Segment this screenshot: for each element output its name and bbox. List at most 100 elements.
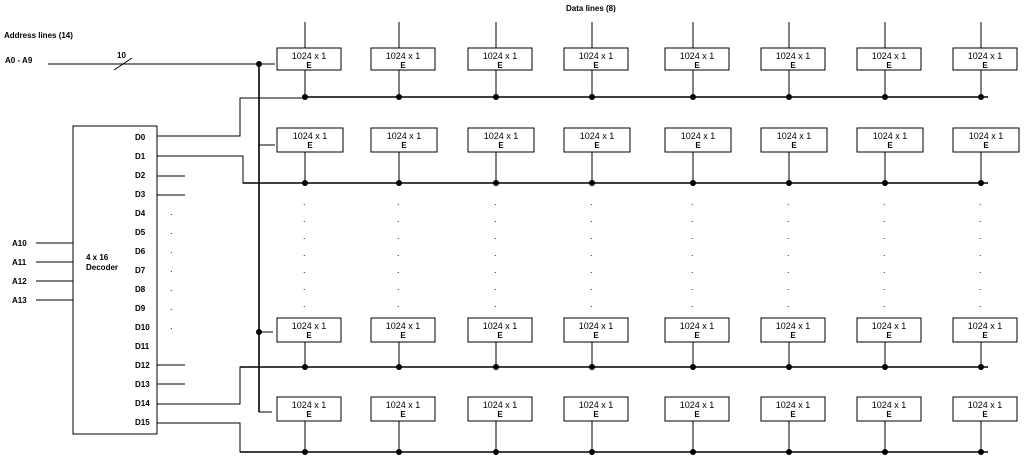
memory-chip: 1024 x 1E: [952, 317, 1018, 370]
memory-chip-box: [856, 396, 922, 422]
decoder-output-label: D1: [135, 152, 146, 161]
decoder-label-line2: Decoder: [86, 263, 118, 272]
ellipsis-dot: .: [170, 321, 173, 331]
memory-chip-label: 1024 x 1: [776, 51, 811, 61]
ellipsis-dot: .: [397, 214, 400, 224]
memory-chip: 1024 x 1E: [664, 22, 730, 100]
decoder-output-label: D4: [135, 209, 146, 218]
memory-chip-box: [467, 47, 533, 71]
memory-chip-box: [276, 47, 342, 71]
ellipsis-dot: .: [494, 231, 497, 241]
memory-chip: 1024 x 1E: [952, 22, 1018, 100]
memory-chip-enable-label: E: [400, 61, 406, 70]
memory-chip: 1024 x 1E: [760, 317, 826, 370]
memory-chip: 1024 x 1E: [563, 317, 629, 370]
memory-chip: 1024 x 1E: [370, 22, 436, 100]
memory-chip-label: 1024 x 1: [969, 131, 1004, 141]
ellipsis-dot: .: [397, 248, 400, 258]
chip-enable-junction: [690, 180, 696, 186]
memory-chip-box: [664, 127, 732, 153]
ellipsis-dot: .: [691, 282, 694, 292]
ellipsis-dot: .: [494, 265, 497, 275]
ellipsis-dot: .: [979, 265, 982, 275]
ellipsis-dot: .: [590, 248, 593, 258]
ellipsis-dot: .: [494, 214, 497, 224]
memory-chip-enable-label: E: [593, 410, 599, 419]
memory-chip-label: 1024 x 1: [680, 51, 715, 61]
memory-chip-enable-label: E: [400, 410, 406, 419]
ellipsis-dot: .: [303, 197, 306, 207]
memory-chip-enable-label: E: [593, 331, 599, 340]
address-bus-label: A0 - A9: [5, 56, 33, 65]
chip-enable-junction: [786, 364, 792, 370]
chip-enable-junction: [396, 449, 402, 455]
decoder-output-label: D13: [135, 380, 150, 389]
decoder-output-label: D3: [135, 190, 146, 199]
ellipsis-dot: .: [397, 265, 400, 275]
memory-chip-enable-label: E: [306, 331, 312, 340]
ellipsis-dot: .: [303, 248, 306, 258]
memory-chip: 1024 x 1E: [276, 317, 342, 370]
decoder-input-label: A11: [12, 258, 27, 267]
decoder-output-label: D5: [135, 228, 146, 237]
memory-chip-box: [370, 396, 436, 422]
memory-chip-box: [856, 127, 924, 153]
memory-chip-label: 1024 x 1: [484, 131, 519, 141]
enable-row-d15: [157, 422, 300, 453]
chip-enable-junction: [882, 180, 888, 186]
ellipsis-dot: .: [787, 265, 790, 275]
decoder-output-label: D6: [135, 247, 146, 256]
memory-chip-enable-label: E: [695, 141, 701, 150]
chip-enable-junction: [589, 94, 595, 100]
memory-chip: 1024 x 1E: [276, 127, 344, 186]
memory-chip-box: [664, 396, 730, 422]
ellipsis-dot: .: [691, 214, 694, 224]
memory-chip-label: 1024 x 1: [386, 51, 421, 61]
ellipsis-dot: .: [590, 265, 593, 275]
memory-chip-label: 1024 x 1: [483, 321, 518, 331]
memory-chip-label: 1024 x 1: [292, 400, 327, 410]
memory-chip-enable-label: E: [694, 410, 700, 419]
memory-chip-label: 1024 x 1: [968, 321, 1003, 331]
enable-row-d0: [157, 97, 305, 137]
memory-chip-box: [370, 317, 436, 343]
memory-chip: 1024 x 1E: [856, 317, 922, 370]
ellipsis-dot: .: [883, 231, 886, 241]
ellipsis-dot: .: [691, 265, 694, 275]
ellipsis-dot: .: [787, 299, 790, 309]
memory-chip-label: 1024 x 1: [483, 51, 518, 61]
chip-enable-junction: [302, 94, 308, 100]
ellipsis-dot: .: [979, 214, 982, 224]
memory-chip-box: [760, 127, 828, 153]
chip-enable-junction: [396, 364, 402, 370]
memory-chip: 1024 x 1E: [467, 317, 533, 370]
ellipsis-dot: .: [170, 207, 173, 217]
ellipsis-dot: .: [397, 197, 400, 207]
memory-chip-enable-label: E: [593, 61, 599, 70]
memory-chip-box: [276, 317, 342, 343]
memory-chip-enable-label: E: [886, 61, 892, 70]
ellipsis-dot: .: [883, 248, 886, 258]
ellipsis-dot: .: [303, 231, 306, 241]
memory-chip-label: 1024 x 1: [681, 131, 716, 141]
memory-chip-enable-label: E: [307, 141, 313, 150]
memory-chip-label: 1024 x 1: [483, 400, 518, 410]
ellipsis-dot: .: [170, 302, 173, 312]
memory-chip-box: [760, 396, 826, 422]
ellipsis-dot: .: [979, 231, 982, 241]
chip-enable-junction: [493, 180, 499, 186]
ellipsis-dot: .: [590, 231, 593, 241]
memory-chip-label: 1024 x 1: [386, 400, 421, 410]
chip-enable-junction: [589, 449, 595, 455]
ellipsis-dots: ........................................…: [170, 197, 982, 331]
memory-chip: 1024 x 1E: [467, 127, 535, 186]
ellipsis-dot: .: [397, 299, 400, 309]
ellipsis-dot: .: [303, 214, 306, 224]
chip-enable-junction: [786, 180, 792, 186]
ellipsis-dot: .: [494, 248, 497, 258]
memory-chip-enable-label: E: [982, 61, 988, 70]
decoder-input-label: A10: [12, 239, 27, 248]
memory-chip: 1024 x 1E: [856, 22, 922, 100]
